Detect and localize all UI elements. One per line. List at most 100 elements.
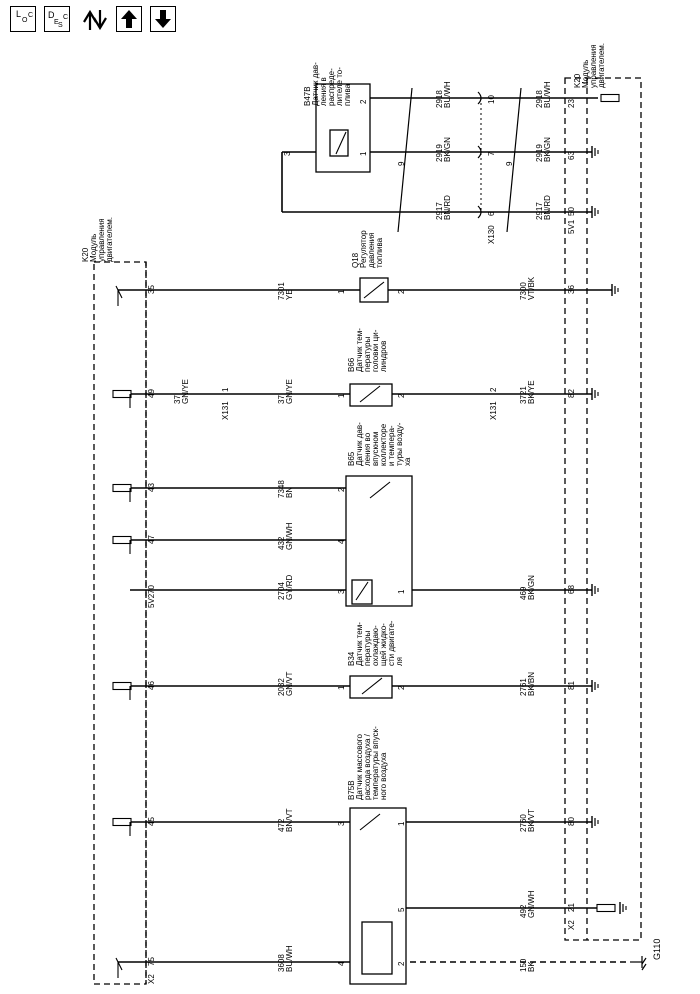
x130-pin-10: 10 xyxy=(487,95,496,104)
g110-ground-icon xyxy=(630,956,647,971)
k20-left-label-line-0: K20 xyxy=(81,247,90,262)
comp-pin-right-7: 5 xyxy=(397,907,406,912)
b47b-label-line-3: распредe- xyxy=(327,68,336,106)
right-color-492: GN/WH xyxy=(527,890,536,918)
left-pin-45: 45 xyxy=(147,817,156,826)
left-color-37-a: GN/YE xyxy=(181,379,190,404)
arrow-down-icon xyxy=(155,10,171,28)
wire-2917-circuit-r: 2917 xyxy=(535,202,544,220)
desc-button[interactable]: D E S C xyxy=(44,6,70,32)
k20-left-label-line-2: управления xyxy=(97,218,106,262)
comp-pin-right-1: 2 xyxy=(397,393,406,398)
b66-box xyxy=(349,383,393,407)
k20-left-label-line-1: Модуль xyxy=(89,234,98,262)
wire-2917-color: BN/RD xyxy=(443,195,452,220)
comp-pin-left-3: 4 xyxy=(337,539,346,544)
b47b-label-line-5: плива xyxy=(343,83,352,106)
b75b-label-line-2: расхода воздуха / xyxy=(363,733,372,800)
comp-pin-right-8: 2 xyxy=(397,961,406,966)
left-color-2704: GY/RD xyxy=(285,574,294,600)
left-module-pins xyxy=(112,285,132,978)
wire-2918-color-r: BU/WH xyxy=(543,81,552,108)
x2-left-label: X2 xyxy=(147,974,156,984)
b75b-label-line-0: B75B xyxy=(347,780,356,800)
right-color-2761: BK/BN xyxy=(527,672,536,696)
desc-label-s: S xyxy=(58,22,63,29)
b65-label-line-5: и темпера- xyxy=(387,425,396,466)
swap-icon[interactable] xyxy=(80,6,108,34)
left-circuit-2032: 2032 xyxy=(277,678,286,696)
right-pin-81: 81 xyxy=(567,681,576,690)
x131-left-label: X131 xyxy=(221,401,230,420)
left-circuit-2704: 2704 xyxy=(277,582,286,600)
b47b-label-line-0: B47B xyxy=(303,86,312,106)
b65-label-line-4: коллекторе xyxy=(379,423,388,466)
desc-label-c: C xyxy=(63,14,69,21)
k20-left-label-line-3: двигателем. xyxy=(105,217,114,262)
twist-label-1: 9 xyxy=(397,161,406,166)
vref-5v2: 5V2 xyxy=(147,593,156,608)
wire-2917-circuit: 2917 xyxy=(435,202,444,220)
x2-right-label: X2 xyxy=(567,920,576,930)
right-color-469: BK/GN xyxy=(527,575,536,600)
arrow-up-icon xyxy=(121,10,137,28)
left-circuit-37: 37 xyxy=(277,395,286,404)
x130-label: X130 xyxy=(487,225,496,244)
k20-right-label-line-1: Модуль xyxy=(581,60,590,88)
arrow-up-button[interactable] xyxy=(116,6,142,32)
arrow-down-button[interactable] xyxy=(150,6,176,32)
k20-right-label-line-2: управления xyxy=(589,44,598,88)
loc-label-o: O xyxy=(22,17,28,24)
wire-2918-circuit: 2918 xyxy=(435,90,444,108)
wires xyxy=(118,97,630,963)
b34-label-line-4: щей жидко- xyxy=(379,623,388,666)
comp-pin-left-4: 3 xyxy=(337,589,346,594)
wire-2918-color: BU/WH xyxy=(443,81,452,108)
b47b-pin-2: 2 xyxy=(359,99,368,104)
b65-label-line-6: туры возду- xyxy=(395,422,404,466)
comp-pin-left-2: 2 xyxy=(337,487,346,492)
component-boxes xyxy=(315,83,413,985)
twisted-pair-marks xyxy=(397,87,522,233)
x131-pin-2: 2 xyxy=(489,387,498,392)
b34-label-line-5: сти двигате- xyxy=(387,620,396,666)
right-circuit-492: 492 xyxy=(519,904,528,918)
b47b-pin-3: 3 xyxy=(283,151,292,156)
right-color-2760: BK/VT xyxy=(527,809,536,832)
left-circuit-37-a: 37 xyxy=(173,395,182,404)
left-color-7348: BN xyxy=(285,487,294,498)
left-color-7301: YE xyxy=(285,289,294,300)
wire-2917-color-r: BN/RD xyxy=(543,195,552,220)
b65-label-line-7: ха xyxy=(403,457,412,466)
b66-label-line-3: головки ци- xyxy=(371,329,380,372)
left-pin-75: 75 xyxy=(147,957,156,966)
left-circuit-7348: 7348 xyxy=(277,480,286,498)
loc-label: L xyxy=(16,9,22,19)
b65-label-line-2: ления во xyxy=(363,432,372,466)
b66-label-line-4: линдров xyxy=(379,341,388,372)
right-circuit-469: 469 xyxy=(519,586,528,600)
right-pin-36: 36 xyxy=(567,285,576,294)
comp-pin-right-4: 1 xyxy=(397,589,406,594)
b65-label-line-1: Датчик дав- xyxy=(355,422,364,466)
q18-label-line-0: Q18 xyxy=(351,252,360,268)
b34-label-line-1: Датчик тем- xyxy=(355,622,364,666)
q18-label-line-3: топлива xyxy=(375,237,384,268)
q18-label-line-2: давления xyxy=(367,232,376,268)
desc-label-e: E xyxy=(54,19,59,26)
b34-label-line-0: B34 xyxy=(347,651,356,666)
loc-button[interactable]: L O C xyxy=(10,6,36,32)
left-circuit-432: 432 xyxy=(277,536,286,550)
left-pin-35: 35 xyxy=(147,285,156,294)
left-color-472: BN/VT xyxy=(285,808,294,832)
b47b-label-line-4: лителе то- xyxy=(335,67,344,106)
left-pin-49: 49 xyxy=(147,389,156,398)
b34-label-line-3: охлаждаю- xyxy=(371,625,380,666)
right-pin-80: 80 xyxy=(567,817,576,826)
wire-2918-circuit-r: 2918 xyxy=(535,90,544,108)
x131-pin-1: 1 xyxy=(221,387,230,392)
k20-pin-50: 50 xyxy=(567,207,576,216)
right-pin-82: 82 xyxy=(567,389,576,398)
left-pin-47: 47 xyxy=(147,535,156,544)
